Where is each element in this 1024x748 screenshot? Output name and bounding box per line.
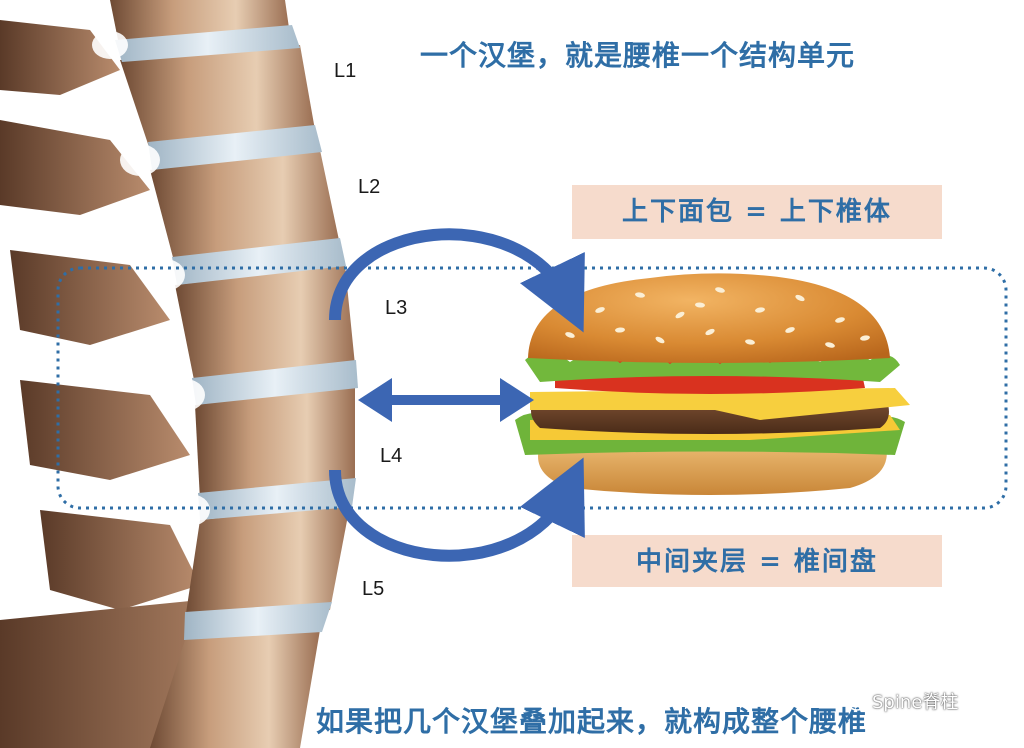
bottom-curved-arrow — [329, 457, 585, 562]
watermark: Spine脊柱 — [840, 688, 958, 714]
top-curved-arrow — [329, 228, 585, 333]
disc-caption: 中间夹层 = 椎间盘 — [636, 547, 878, 577]
disc-caption-box: 中间夹层 = 椎间盘 — [572, 535, 942, 587]
double-arrow-left-head — [358, 378, 392, 422]
vertebra-label-l3: L3 — [385, 297, 408, 319]
burger-illustration — [515, 273, 910, 495]
upper-cheese — [530, 388, 910, 420]
vertebra-label-l4: L4 — [380, 445, 403, 467]
dotted-frame — [56, 266, 1008, 510]
sesame-seeds — [565, 287, 870, 348]
double-arrow-right-head — [500, 378, 534, 422]
vertebra-label-l1: L1 — [334, 60, 357, 82]
bread-caption-box: 上下面包 = 上下椎体 — [572, 185, 942, 239]
bottom-caption: 如果把几个汉堡叠加起来，就构成整个腰椎 — [316, 705, 868, 738]
vertebra-label-l5: L5 — [362, 578, 385, 600]
watermark-text: Spine脊柱 — [872, 692, 959, 713]
wechat-icon — [840, 691, 866, 711]
lumbar-spine-illustration — [0, 0, 358, 748]
bread-caption: 上下面包 = 上下椎体 — [622, 197, 892, 227]
vertebra-label-l2: L2 — [358, 176, 381, 198]
intervertebral-discs — [115, 25, 358, 640]
diagram-title: 一个汉堡，就是腰椎一个结构单元 — [420, 39, 856, 72]
